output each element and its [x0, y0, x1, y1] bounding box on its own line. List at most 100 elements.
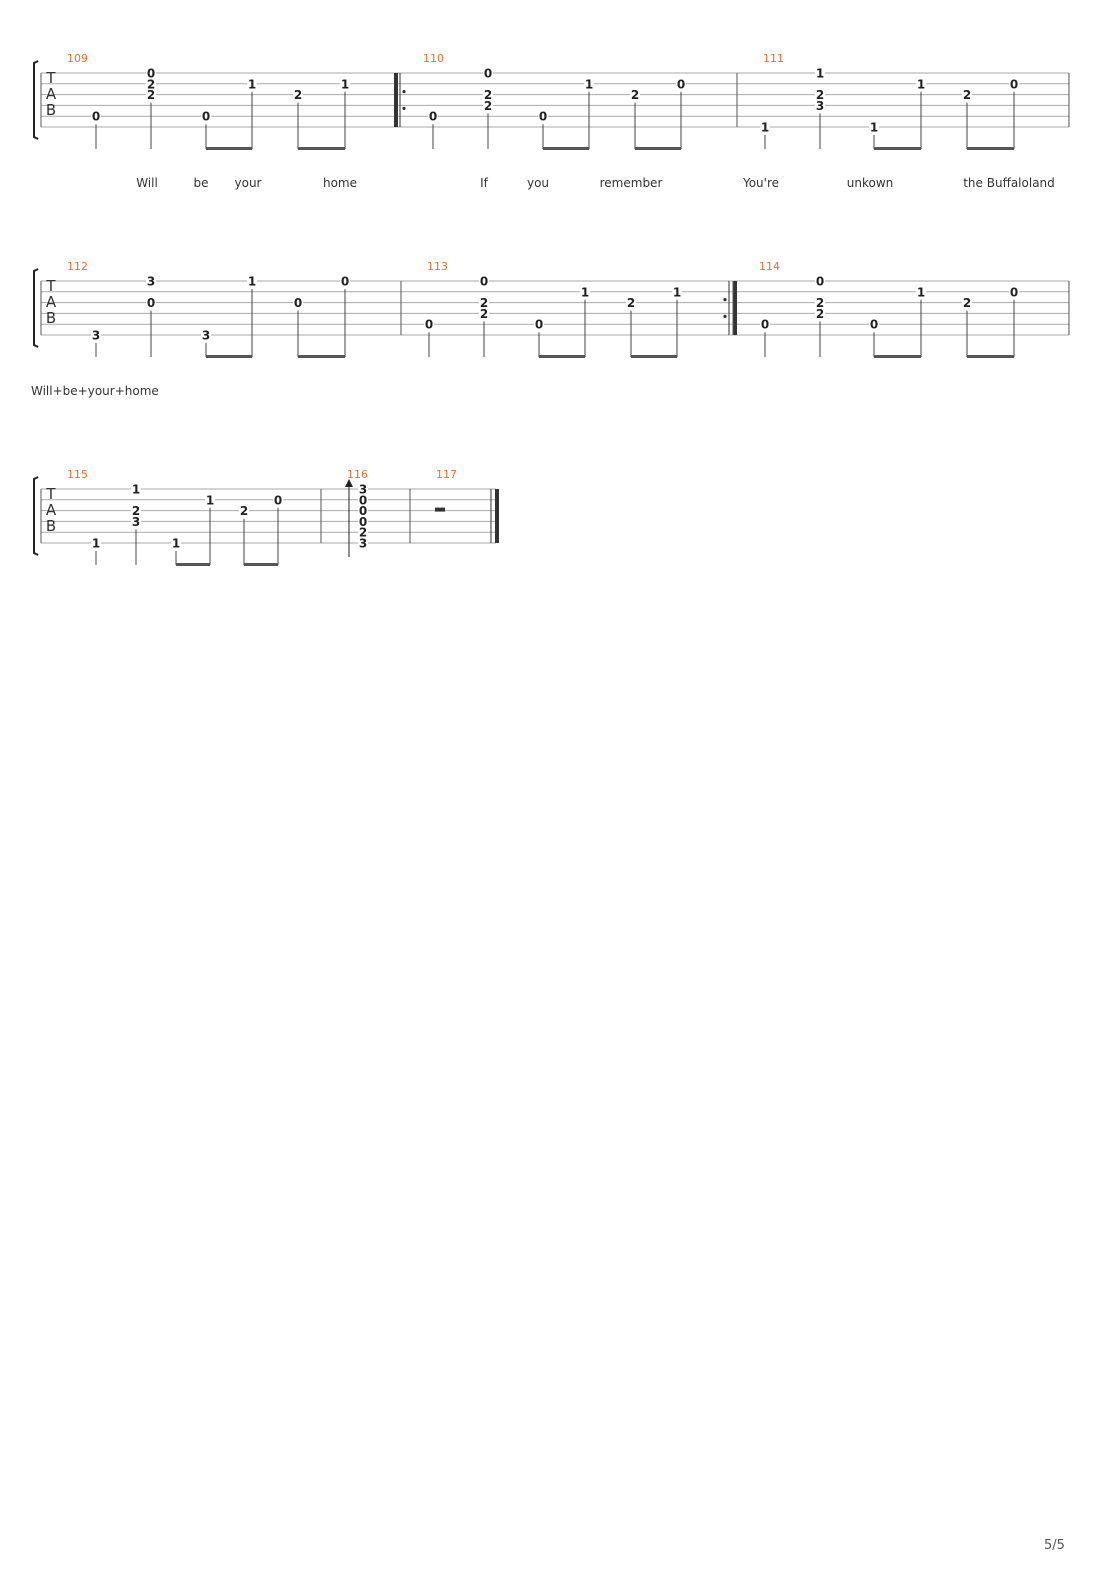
fret-number: 2 [484, 99, 492, 113]
fret-bg [483, 99, 493, 111]
fret-bg [534, 318, 544, 330]
fret-bg [760, 121, 770, 132]
fret-bg [428, 110, 438, 122]
fret-number: 3 [147, 275, 155, 289]
fret-bg [358, 537, 368, 548]
fret-number: 2 [963, 296, 971, 310]
fret-bg [146, 88, 156, 100]
fret-bg [239, 504, 249, 516]
lyric-word: unkown [847, 176, 894, 190]
lyric-word: If [480, 176, 489, 190]
beam [874, 355, 921, 358]
fret-number: 1 [870, 121, 878, 135]
system-bracket [33, 268, 39, 348]
fret-bg [815, 99, 825, 111]
fret-bg [146, 296, 156, 308]
fret-number: 0 [359, 515, 367, 529]
beam [176, 563, 210, 566]
beam [874, 147, 921, 150]
fret-number: 0 [480, 275, 488, 289]
fret-bg [916, 285, 926, 297]
measure-number: 117 [436, 468, 457, 481]
fret-bg [146, 77, 156, 89]
measure-number: 112 [67, 260, 88, 273]
fret-bg [916, 77, 926, 89]
fret-number: 0 [677, 77, 685, 91]
fret-number: 2 [147, 77, 155, 91]
half-rest [435, 507, 445, 512]
fret-bg [358, 493, 368, 505]
fret-bg [131, 504, 141, 516]
fret-number: 0 [359, 504, 367, 518]
fret-number: 2 [484, 88, 492, 102]
lyric-word: your [235, 176, 262, 190]
fret-number: 0 [294, 296, 302, 310]
fret-number: 0 [761, 318, 769, 332]
fret-bg [91, 329, 101, 340]
fret-number: 3 [359, 483, 367, 497]
tab-clef-letter: T [45, 277, 56, 295]
fret-bg [247, 77, 257, 89]
fret-bg [815, 307, 825, 319]
measure-number: 116 [347, 468, 368, 481]
beam [967, 355, 1014, 358]
fret-bg [201, 329, 211, 340]
beam [631, 355, 677, 358]
fret-number: 1 [206, 493, 214, 507]
fret-number: 1 [248, 275, 256, 289]
fret-number: 3 [816, 99, 824, 113]
fret-bg [340, 275, 350, 286]
fret-number: 2 [147, 88, 155, 102]
tab-clef-letter: T [45, 69, 56, 87]
fret-number: 1 [341, 77, 349, 91]
fret-number: 0 [870, 318, 878, 332]
measure-number: 114 [759, 260, 780, 273]
repeat-start-thick-bar [394, 73, 398, 127]
fret-number: 1 [816, 67, 824, 81]
fret-number: 2 [963, 88, 971, 102]
fret-bg [1009, 285, 1019, 297]
tab-clef-letter: T [45, 485, 56, 503]
fret-number: 0 [539, 110, 547, 124]
fret-bg [580, 285, 590, 297]
measure-number: 115 [67, 468, 88, 481]
fret-bg [962, 296, 972, 308]
fret-number: 0 [147, 67, 155, 81]
repeat-dot [723, 314, 727, 318]
repeat-end-thick-bar [733, 281, 737, 335]
fret-bg [869, 318, 879, 330]
system-bracket [33, 476, 39, 556]
fret-number: 1 [132, 483, 140, 497]
repeat-dot [402, 106, 406, 110]
fret-number: 0 [202, 110, 210, 124]
fret-bg [483, 88, 493, 100]
strum-up-arrow [345, 479, 353, 487]
fret-bg [273, 493, 283, 505]
fret-number: 0 [147, 296, 155, 310]
lyric-word: you [527, 176, 549, 190]
fret-number: 2 [816, 296, 824, 310]
beam [206, 147, 252, 150]
fret-number: 2 [359, 526, 367, 540]
fret-bg [205, 493, 215, 505]
fret-bg [201, 110, 211, 122]
fret-number: 2 [480, 296, 488, 310]
fret-number: 3 [92, 329, 100, 343]
repeat-dot [402, 90, 406, 94]
beam [539, 355, 585, 358]
beam [543, 147, 589, 150]
fret-number: 0 [484, 67, 492, 81]
fret-number: 1 [172, 537, 180, 551]
fret-bg [358, 504, 368, 516]
measure-number: 111 [763, 52, 784, 65]
fret-number: 2 [627, 296, 635, 310]
fret-bg [479, 275, 489, 286]
fret-bg [538, 110, 548, 122]
fret-number: 2 [240, 504, 248, 518]
fret-number: 1 [673, 285, 681, 299]
fret-bg [815, 275, 825, 286]
fret-bg [131, 515, 141, 527]
fret-number: 0 [1010, 285, 1018, 299]
fret-number: 1 [248, 77, 256, 91]
